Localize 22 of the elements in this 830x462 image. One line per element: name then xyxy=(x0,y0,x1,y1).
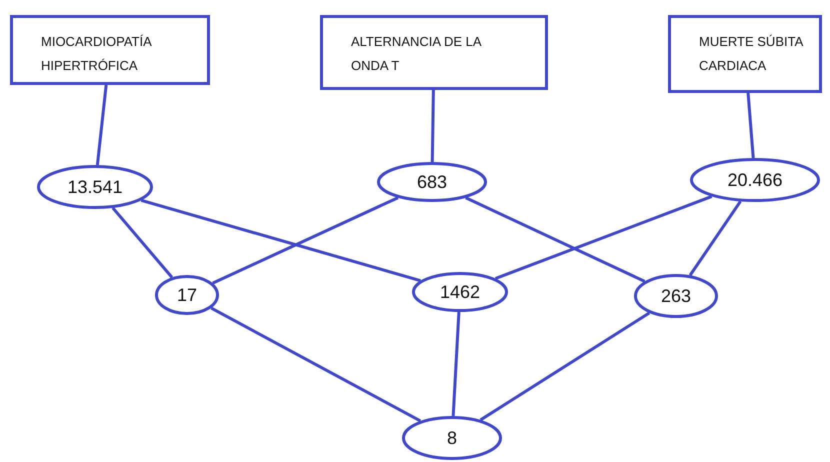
connector-line xyxy=(112,206,174,278)
connector-line xyxy=(140,198,421,282)
connector-line xyxy=(480,312,650,422)
category-box: MIOCARDIOPATÍA HIPERTRÓFICA xyxy=(10,15,210,85)
node-number: 683 xyxy=(416,172,448,192)
connector-line xyxy=(494,195,712,280)
node-number: 8 xyxy=(446,428,457,448)
connector-line xyxy=(430,90,435,162)
connector-line xyxy=(465,196,646,283)
connector-line xyxy=(212,196,399,284)
connector-line xyxy=(746,92,755,158)
connector-line xyxy=(210,306,422,422)
category-box: MUERTE SÚBITA CARDIACA xyxy=(668,15,822,93)
node-number: 13.541 xyxy=(67,176,123,198)
node-number: 17 xyxy=(176,284,198,306)
category-box: ALTERNANCIA DE LA ONDA T xyxy=(320,15,548,90)
node-number: 1462 xyxy=(440,282,480,302)
node-number: 263 xyxy=(660,286,692,306)
connector-line xyxy=(688,200,742,276)
node-number: 20.466 xyxy=(727,170,783,190)
connector-line xyxy=(452,312,460,416)
connector-line xyxy=(96,84,108,166)
